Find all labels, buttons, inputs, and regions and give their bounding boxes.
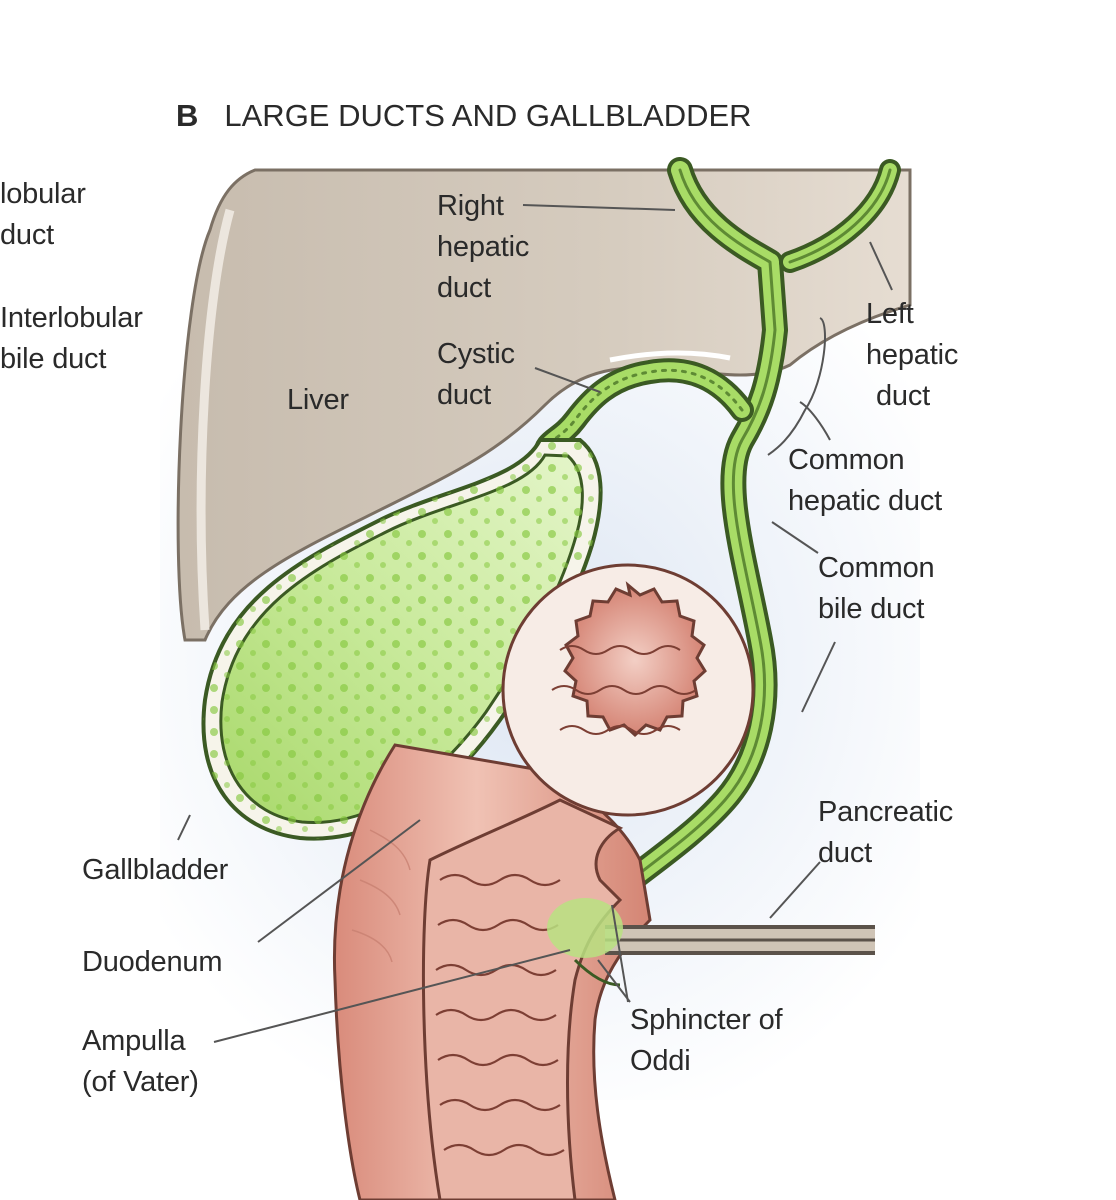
ampulla-region [547,898,623,958]
leader-lines [177,204,893,1043]
duodenum-lumen [563,581,707,738]
title-text: LARGE DUCTS AND GALLBLADDER [224,98,752,133]
label-liver: Liver [287,384,349,416]
diagram-title: B LARGE DUCTS AND GALLBLADDER [176,98,752,134]
duodenum-shape [332,563,755,1200]
liver-rim [196,208,235,631]
label-gallbladder: Gallbladder [82,854,229,886]
label-duodenum: Duodenum [82,946,223,978]
label-ampulla-of-vater: Ampulla(of Vater) [82,1025,199,1098]
bile-ducts [533,157,901,918]
liver-edge-highlight [609,350,731,363]
panel-letter: B [176,98,199,133]
